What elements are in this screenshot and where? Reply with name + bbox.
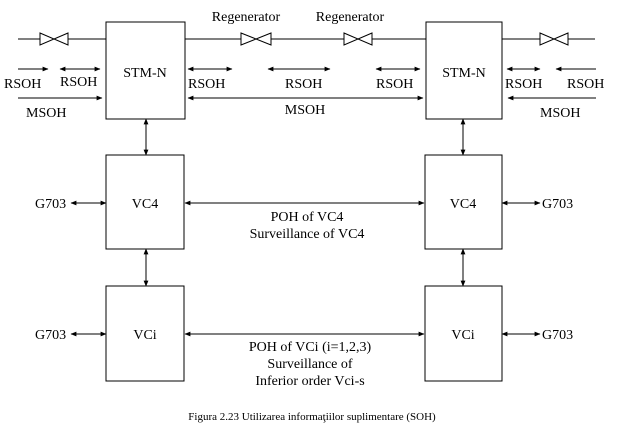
stm-left-label: STM-N	[123, 66, 167, 81]
rsoh-mid-3-label: RSOH	[376, 77, 413, 92]
stm-right-label: STM-N	[442, 66, 486, 81]
g703-vci-right-label: G703	[542, 328, 573, 343]
regenerator-2-icon	[343, 32, 373, 46]
vci-left-label: VCi	[133, 328, 156, 343]
vci-left-box	[105, 285, 185, 382]
rsoh-mid-2-label: RSOH	[285, 77, 322, 92]
msoh-mid-label: MSOH	[285, 103, 325, 118]
vc4-link-line1: POH of VC4	[271, 210, 344, 225]
valve-left-icon	[39, 32, 69, 46]
vc4-left-label: VC4	[132, 197, 158, 212]
regenerator-2-label: Regenerator	[316, 10, 385, 25]
vci-link-line2: Surveillance of	[267, 357, 352, 372]
msoh-left-label: MSOH	[26, 106, 66, 121]
g703-vc4-left-label: G703	[35, 197, 66, 212]
rsoh-far-right-label: RSOH	[567, 77, 604, 92]
regenerator-1-icon	[240, 32, 272, 46]
vc4-right-label: VC4	[450, 197, 476, 212]
g703-vci-left-label: G703	[35, 328, 66, 343]
msoh-right-label: MSOH	[540, 106, 580, 121]
vci-link-line3: Inferior order Vci-s	[255, 374, 364, 389]
rsoh-mid-1-label: RSOH	[188, 77, 225, 92]
vci-link-line1: POH of VCi (i=1,2,3)	[249, 340, 372, 355]
rsoh-far-left-label: RSOH	[4, 77, 41, 92]
valve-right-icon	[539, 32, 569, 46]
figure-caption: Figura 2.23 Utilizarea informaţiilor sup…	[188, 411, 436, 423]
rsoh-left-label: RSOH	[60, 75, 97, 90]
vc4-left-box	[105, 154, 185, 250]
regenerator-1-label: Regenerator	[212, 10, 281, 25]
stm-right-box	[425, 21, 503, 120]
vc4-link-line2: Surveillance of VC4	[250, 227, 365, 242]
g703-vc4-right-label: G703	[542, 197, 573, 212]
vci-right-label: VCi	[451, 328, 474, 343]
vci-right-box	[424, 285, 503, 382]
rsoh-right-label: RSOH	[505, 77, 542, 92]
